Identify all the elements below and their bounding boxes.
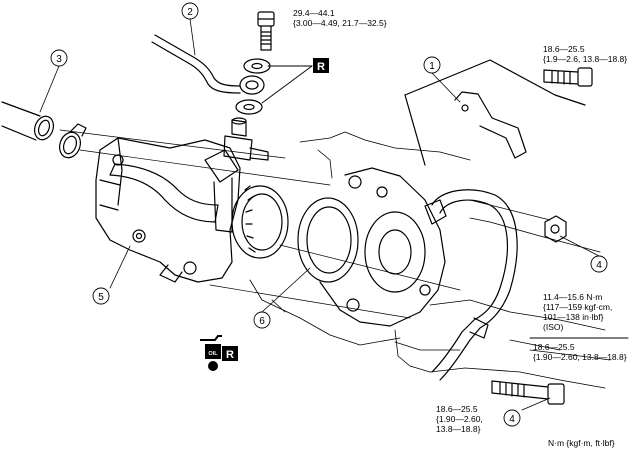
bracket-bolt — [543, 67, 593, 87]
engine-block-outline — [249, 131, 611, 389]
callout-1: 1 — [423, 56, 441, 74]
spec-line: 11.4—15.6 N·m — [543, 292, 603, 302]
torque-spec-bracket-bolt: 18.6—25.5 {1.9—2.6, 13.8—18.8} — [543, 44, 627, 64]
callout-markers: 2 3 1 4 5 6 4 — [50, 2, 608, 427]
hose-nut — [544, 215, 567, 243]
spec-line: {1.90—2.60, 13.8—18.8} — [533, 352, 627, 362]
union-fitting — [239, 75, 265, 95]
spec-line: 13.8—18.8} — [436, 424, 481, 434]
vacuum-pipe — [151, 34, 241, 94]
pump-mounting-flange — [319, 167, 446, 327]
torque-spec-nut-alt: 18.6—25.5 {1.90—2.60, 13.8—18.8} — [533, 342, 627, 362]
units-legend: N·m {kgf·m, ft·lbf} — [548, 438, 615, 448]
svg-text:R: R — [317, 61, 325, 73]
svg-text:6: 6 — [259, 316, 265, 327]
callout-6: 6 — [253, 311, 271, 329]
pump-nipple — [223, 117, 269, 161]
svg-text:3: 3 — [56, 54, 62, 65]
svg-text:R: R — [226, 349, 234, 361]
vacuum-hose — [1, 101, 55, 141]
callout-leaders — [39, 18, 600, 411]
oil-hose — [424, 189, 518, 381]
hose-clamp — [59, 123, 87, 159]
svg-text:OIL: OIL — [208, 351, 218, 357]
callout-3: 3 — [50, 49, 68, 67]
spec-line: 18.6—25.5 — [533, 342, 575, 352]
oil-can-icon: OIL — [200, 335, 222, 371]
spec-line: 18.6—25.5 — [543, 44, 585, 54]
vacuum-pump-body — [95, 137, 241, 283]
spec-line: (ISO) — [543, 322, 564, 332]
spec-line: {3.00—4.49, 21.7—32.5} — [293, 18, 387, 28]
o-ring-gasket — [297, 197, 359, 283]
callout-2: 2 — [181, 2, 199, 20]
bracket — [404, 59, 586, 166]
spec-line: {1.90—2.60, — [436, 414, 483, 424]
sealing-washer-lower — [235, 99, 263, 115]
callout-5: 5 — [92, 287, 110, 305]
spec-line: {1.9—2.6, 13.8—18.8} — [543, 54, 628, 64]
svg-text:1: 1 — [429, 61, 435, 72]
callout-4-nut: 4 — [590, 255, 608, 273]
svg-text:2: 2 — [187, 7, 193, 18]
replace-mark-upper: R — [313, 58, 329, 73]
svg-text:4: 4 — [509, 414, 515, 425]
sealing-washer-upper — [243, 58, 271, 74]
torque-spec-long-bolt: 18.6—25.5 {1.90—2.60, 13.8—18.8} — [436, 404, 483, 434]
replace-leader-lines — [261, 65, 313, 104]
spec-line: 101—138 in·lbf} — [543, 312, 604, 322]
spec-line: 18.6—25.5 — [436, 404, 478, 414]
callout-4-bolt: 4 — [503, 409, 521, 427]
torque-spec-union-bolt: 29.4—44.1 {3.00—4.49, 21.7—32.5} — [293, 8, 387, 28]
replace-mark-lower: R — [222, 346, 238, 361]
torque-spec-nut: 11.4—15.6 N·m {117—159 kgf·cm, 101—138 i… — [543, 292, 612, 332]
union-bolt — [257, 11, 275, 51]
spec-line: {117—159 kgf·cm, — [543, 302, 613, 312]
pump-drive-gear — [231, 185, 289, 259]
svg-text:4: 4 — [596, 260, 602, 271]
svg-text:5: 5 — [98, 292, 104, 303]
spec-line: 29.4—44.1 — [293, 8, 335, 18]
long-bolt — [491, 380, 565, 405]
